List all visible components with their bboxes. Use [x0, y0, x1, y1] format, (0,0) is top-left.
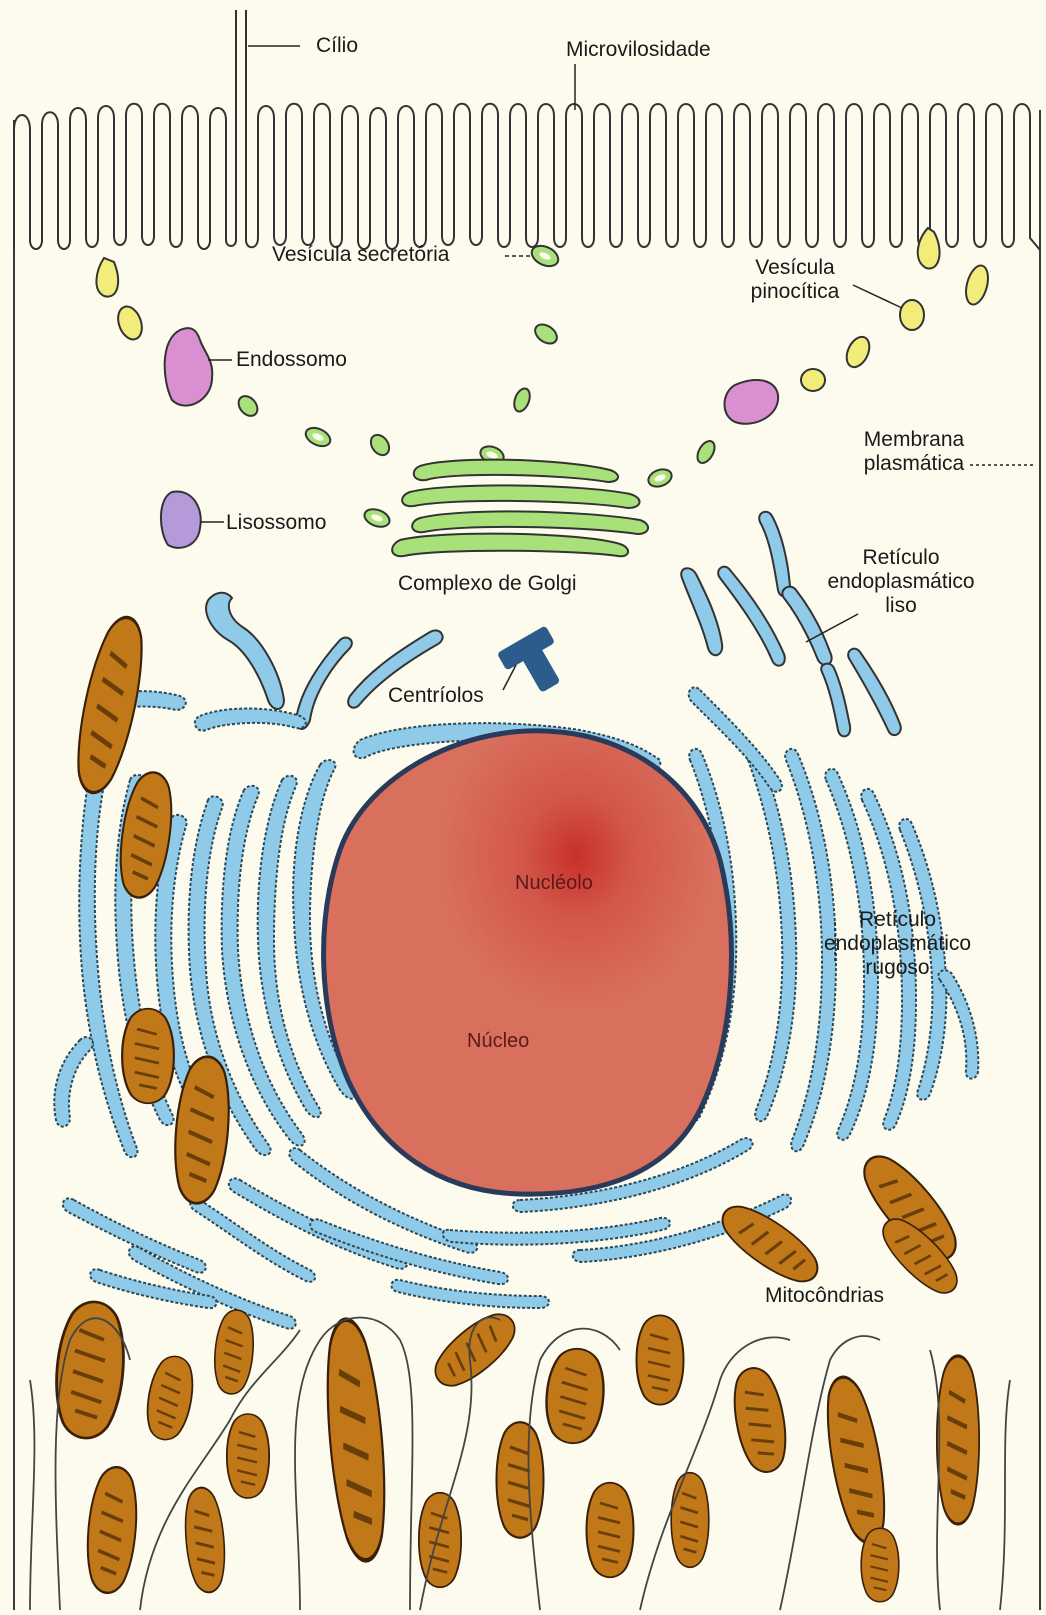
nucleus [324, 731, 732, 1194]
label-rer-line3: rugoso [800, 956, 995, 980]
label-vesicula-pinocitica-line1: Vesícula [740, 256, 850, 280]
label-reticulo-liso: Retículo endoplasmático liso [806, 546, 996, 618]
label-golgi: Complexo de Golgi [398, 572, 577, 596]
label-lisossomo: Lisossomo [226, 511, 326, 535]
label-membrana-line1: Membrana [850, 428, 978, 452]
label-rer-line2: endoplasmático [800, 932, 995, 956]
label-endossomo: Endossomo [236, 348, 347, 372]
label-rer-line1: Retículo [800, 908, 995, 932]
label-nucleolo: Nucléolo [515, 872, 593, 895]
label-centriolos: Centríolos [388, 684, 484, 708]
label-microvilosidade: Microvilosidade [566, 38, 711, 62]
label-mitocondrias: Mitocôndrias [765, 1284, 884, 1308]
label-membrana-plasmatica: Membrana plasmática [850, 428, 978, 476]
microvilli [14, 10, 1040, 250]
label-vesicula-pinocitica-line2: pinocítica [740, 280, 850, 304]
label-reticulo-rugoso: Retículo endoplasmático rugoso [800, 908, 995, 980]
label-cilio: Cílio [316, 34, 358, 58]
lysosome [161, 491, 201, 547]
label-rel-line2: endoplasmático [806, 570, 996, 594]
label-rel-line1: Retículo [806, 546, 996, 570]
label-nucleo: Núcleo [467, 1030, 529, 1053]
golgi-complex [392, 460, 648, 557]
label-vesicula-secretoria: Vesícula secretória [272, 243, 449, 267]
label-vesicula-pinocitica: Vesícula pinocítica [740, 256, 850, 304]
label-membrana-line2: plasmática [850, 452, 978, 476]
label-rel-line3: liso [806, 594, 996, 618]
